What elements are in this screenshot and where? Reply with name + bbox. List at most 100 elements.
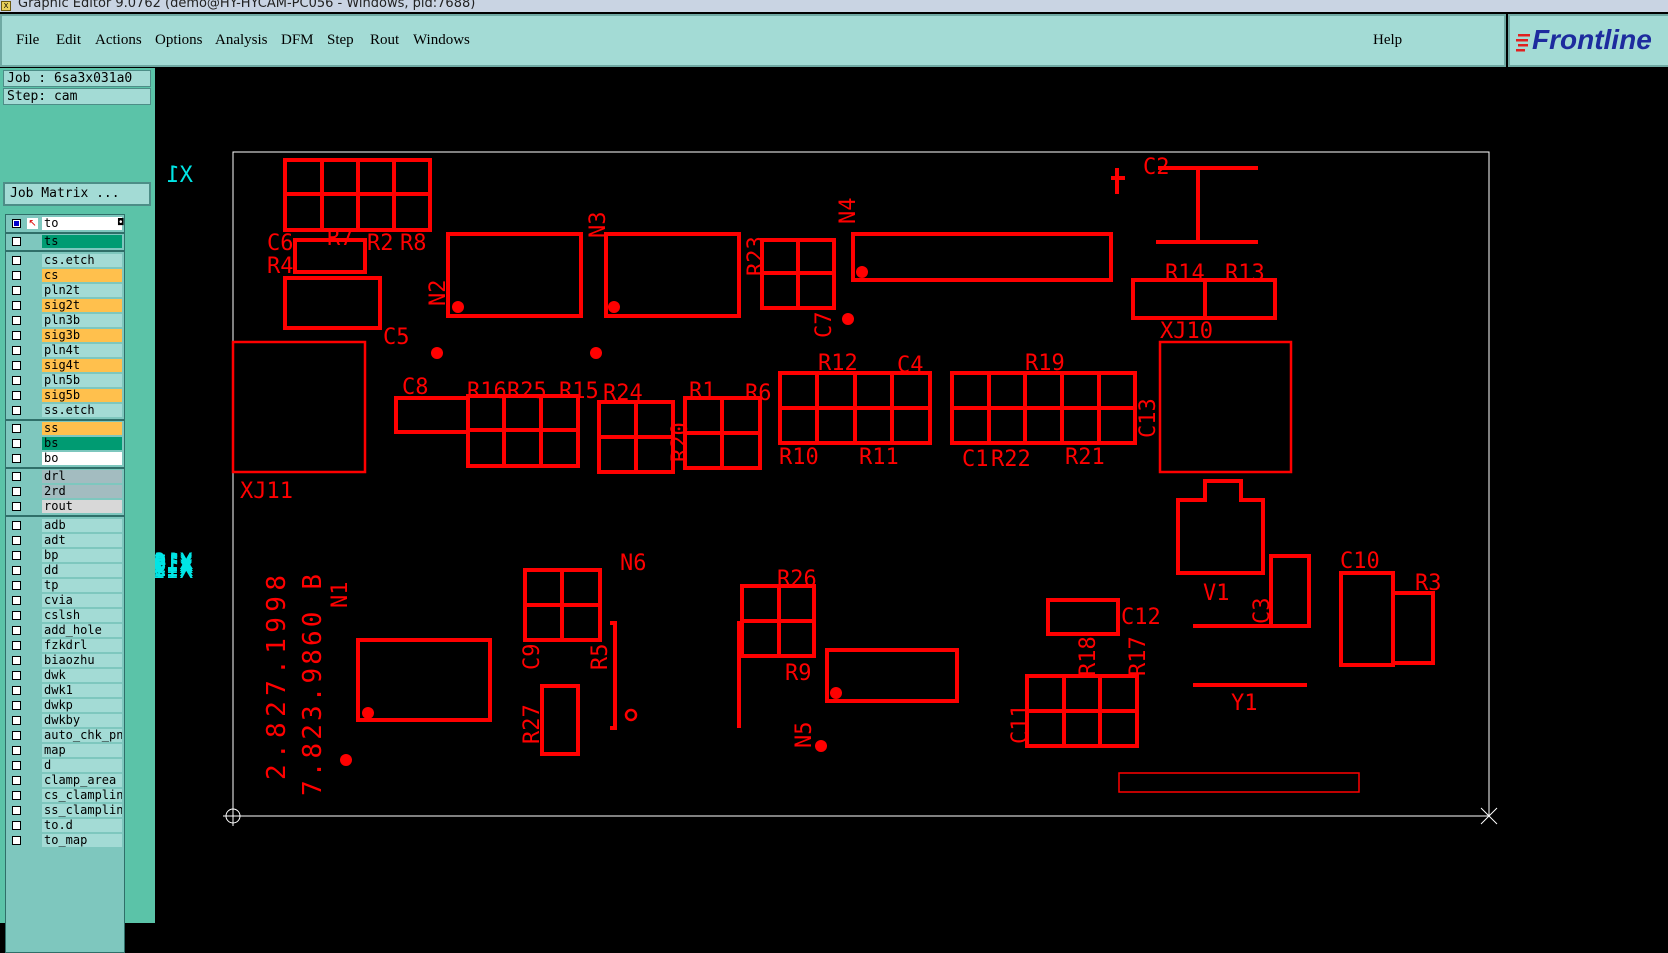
layer-row-sig3b[interactable]: sig3b — [7, 329, 124, 342]
layer-row-to-d[interactable]: to.d — [7, 819, 124, 832]
menu-windows[interactable]: Windows — [413, 32, 470, 48]
layer-name[interactable]: dwkby — [42, 714, 122, 727]
menu-rout[interactable]: Rout — [370, 32, 400, 48]
layer-name[interactable]: bs — [42, 437, 122, 450]
layer-checkbox[interactable] — [12, 237, 21, 246]
layer-row-cs[interactable]: cs — [7, 269, 124, 282]
layer-name[interactable]: ss — [42, 422, 122, 435]
layer-checkbox[interactable] — [12, 656, 21, 665]
layer-checkbox[interactable] — [12, 716, 21, 725]
layer-name[interactable]: bo — [42, 452, 122, 465]
layer-checkbox[interactable] — [12, 271, 21, 280]
layer-name[interactable]: drl — [42, 470, 122, 483]
layer-name[interactable]: ss.etch — [42, 404, 122, 417]
layer-row-2rd[interactable]: 2rd — [7, 485, 124, 498]
layer-checkbox[interactable] — [12, 836, 21, 845]
layer-row-tp[interactable]: tp — [7, 579, 124, 592]
layer-row-pln3b[interactable]: pln3b — [7, 314, 124, 327]
layer-name[interactable]: cs — [42, 269, 122, 282]
layer-name[interactable]: ts — [42, 235, 122, 248]
layer-name[interactable]: map — [42, 744, 122, 757]
layer-row-adb[interactable]: adb — [7, 519, 124, 532]
layer-name[interactable]: d — [42, 759, 122, 772]
layer-checkbox[interactable] — [12, 521, 21, 530]
layer-checkbox[interactable] — [12, 671, 21, 680]
layer-name[interactable]: cslsh — [42, 609, 122, 622]
layer-checkbox[interactable] — [12, 776, 21, 785]
layer-row-bs[interactable]: bs — [7, 437, 124, 450]
menu-edit[interactable]: Edit — [56, 32, 81, 48]
layer-checkbox[interactable] — [12, 641, 21, 650]
layer-row-biaozhu[interactable]: biaozhu — [7, 654, 124, 667]
layer-name[interactable]: pln3b — [42, 314, 122, 327]
layer-row-d[interactable]: d — [7, 759, 124, 772]
layer-checkbox[interactable] — [12, 791, 21, 800]
menu-dfm[interactable]: DFM — [281, 32, 314, 48]
layer-row-add-hole[interactable]: add_hole — [7, 624, 124, 637]
layer-name[interactable]: pln5b — [42, 374, 122, 387]
layer-name[interactable]: add_hole — [42, 624, 122, 637]
layer-name[interactable]: biaozhu — [42, 654, 122, 667]
layer-name[interactable]: cs.etch — [42, 254, 122, 267]
layer-checkbox[interactable] — [12, 821, 21, 830]
layer-checkbox[interactable] — [12, 611, 21, 620]
layer-checkbox[interactable] — [12, 731, 21, 740]
layer-name[interactable]: cs_clampline — [42, 789, 122, 802]
menu-help[interactable]: Help — [1373, 32, 1403, 48]
layer-name[interactable]: dwk1 — [42, 684, 122, 697]
layer-checkbox[interactable] — [12, 346, 21, 355]
menu-options[interactable]: Options — [155, 32, 203, 48]
menu-step[interactable]: Step — [327, 32, 354, 48]
layer-row-drl[interactable]: drl — [7, 470, 124, 483]
layer-checkbox[interactable] — [12, 761, 21, 770]
job-matrix-button[interactable]: Job Matrix ... — [3, 182, 151, 206]
layer-row-pln5b[interactable]: pln5b — [7, 374, 124, 387]
layer-name[interactable]: sig3b — [42, 329, 122, 342]
layer-checkbox[interactable] — [12, 439, 21, 448]
layer-row-dwkp[interactable]: dwkp — [7, 699, 124, 712]
layer-checkbox[interactable] — [12, 502, 21, 511]
pcb-view[interactable]: C6R7R2R8R4C5N2N3R23N4C7C2R14R13XJ10C8R16… — [155, 68, 1668, 923]
layer-row-ss-clampline[interactable]: ss_clampline — [7, 804, 124, 817]
layer-row-clamp-area[interactable]: clamp_area — [7, 774, 124, 787]
layer-name[interactable]: adb — [42, 519, 122, 532]
layer-checkbox[interactable] — [12, 256, 21, 265]
layer-name[interactable]: dd — [42, 564, 122, 577]
layer-name[interactable]: sig2t — [42, 299, 122, 312]
layer-row-bo[interactable]: bo — [7, 452, 124, 465]
layer-checkbox[interactable] — [12, 376, 21, 385]
layer-name[interactable]: cvia — [42, 594, 122, 607]
layer-row-map[interactable]: map — [7, 744, 124, 757]
layer-name[interactable]: rout — [42, 500, 122, 513]
layer-checkbox[interactable] — [12, 536, 21, 545]
layer-checkbox[interactable] — [12, 316, 21, 325]
layer-checkbox[interactable] — [12, 361, 21, 370]
layer-row-sig5b[interactable]: sig5b — [7, 389, 124, 402]
layer-row-cs-etch[interactable]: cs.etch — [7, 254, 124, 267]
layer-name[interactable]: to — [42, 217, 122, 230]
layer-checkbox[interactable] — [12, 686, 21, 695]
layer-checkbox[interactable] — [12, 286, 21, 295]
layer-name[interactable]: fzkdrl — [42, 639, 122, 652]
layer-checkbox[interactable] — [12, 746, 21, 755]
layer-checkbox[interactable] — [12, 219, 21, 228]
menu-actions[interactable]: Actions — [95, 32, 142, 48]
layer-checkbox[interactable] — [12, 551, 21, 560]
layer-row-fzkdrl[interactable]: fzkdrl — [7, 639, 124, 652]
layer-name[interactable]: clamp_area — [42, 774, 122, 787]
layer-name[interactable]: 2rd — [42, 485, 122, 498]
menu-analysis[interactable]: Analysis — [215, 32, 268, 48]
layer-row-sig2t[interactable]: sig2t — [7, 299, 124, 312]
layer-row-sig4t[interactable]: sig4t — [7, 359, 124, 372]
layer-name[interactable]: dwk — [42, 669, 122, 682]
layer-row-bp[interactable]: bp — [7, 549, 124, 562]
layer-row-adt[interactable]: adt — [7, 534, 124, 547]
layer-name[interactable]: sig5b — [42, 389, 122, 402]
layer-checkbox[interactable] — [12, 626, 21, 635]
layer-row-ss-etch[interactable]: ss.etch — [7, 404, 124, 417]
layer-row-cs-clampline[interactable]: cs_clampline — [7, 789, 124, 802]
layer-row-cvia[interactable]: cvia — [7, 594, 124, 607]
menu-file[interactable]: File — [16, 32, 40, 48]
layer-checkbox[interactable] — [12, 472, 21, 481]
